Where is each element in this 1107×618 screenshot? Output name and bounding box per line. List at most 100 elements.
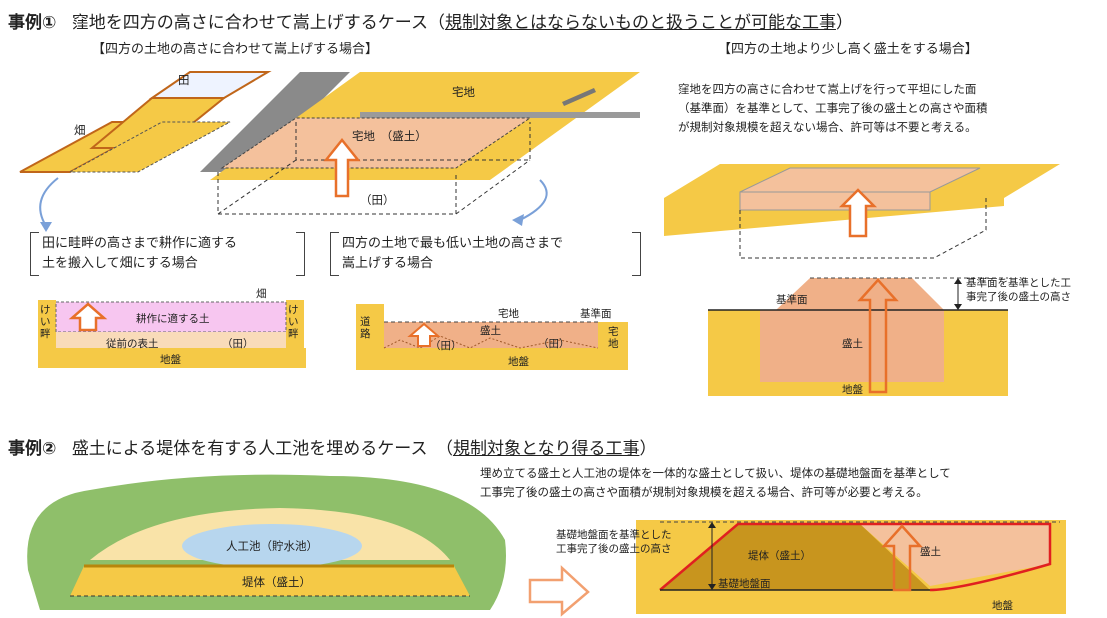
c2-height-arrowhead-bottom: [708, 584, 716, 590]
plane-edge: [360, 112, 640, 118]
section-a-ridge-left: けい畔: [40, 304, 51, 340]
raise-arrow-icon: [323, 137, 361, 198]
section-a-field: 畑: [256, 288, 267, 300]
case1-title-close: ）: [835, 13, 853, 33]
sub-case-a: 田に畦畔の高さまで耕作に適する 土を搬入して畑にする場合: [42, 234, 237, 274]
case2-title-underlined: 規制対象となり得る工事: [452, 439, 640, 459]
c2-height-arrowhead-top: [708, 522, 716, 528]
right-fill: 盛土: [842, 338, 863, 350]
road-block-b: [356, 304, 384, 348]
right-note-line3: が規制対象規模を超えない場合、許可等は不要と考える。: [678, 120, 977, 134]
bracket-b-right: [632, 232, 641, 276]
bracket-a-right: [296, 232, 305, 276]
section-a-topsoil: 従前の表土: [106, 338, 159, 350]
section-b-road: 道路: [360, 316, 371, 340]
curved-arrow-right-head: [512, 214, 524, 226]
fill-top: [220, 117, 532, 169]
pit-edge-2: [455, 159, 531, 215]
section-a-ground: 地盤: [160, 354, 181, 366]
ground-b: [356, 348, 628, 370]
sub-case-a-line2: 土を搬入して畑にする場合: [42, 256, 198, 271]
right-height-note-1: 基準面を基準とした工: [966, 277, 1071, 289]
case2-embankment: 堤体（盛土）: [242, 575, 311, 589]
section-b-ground: 地盤: [508, 356, 529, 368]
c2-height-note-1: 基礎地盤面を基準とした: [556, 529, 672, 541]
case2-title: 事例② 盛土による堤体を有する人工池を埋めるケース （規制対象となり得る工事）: [8, 434, 656, 459]
c2-fill: [738, 524, 1050, 586]
section-b-reference: 基準面: [580, 308, 612, 320]
c2-height-note: 基礎地盤面を基準とした 工事完了後の盛土の高さ: [556, 528, 672, 556]
section-a-ridge-right: けい畔: [288, 304, 299, 340]
case2-note: 埋め立てる盛土と人工池の堤体を一体的な盛土として扱い、堤体の基礎地盤面を基準とし…: [480, 464, 951, 502]
right-section-arrow-icon: [857, 278, 899, 394]
section-b-residential-right: 宅地: [608, 326, 619, 350]
embankment-shape: [70, 566, 470, 596]
right-ground-label: 地盤: [842, 384, 863, 396]
section-a-paddy: （田）: [222, 338, 254, 350]
rice-field-shape: [148, 71, 272, 99]
bracket-a-left: [30, 232, 39, 276]
case2-label: 事例②: [8, 439, 57, 459]
right-fill-top: [776, 278, 944, 310]
case2-note-line1: 埋め立てる盛土と人工池の堤体を一体的な盛土として扱い、堤体の基礎地盤面を基準とし…: [480, 466, 951, 480]
sub-case-b-line2: 嵩上げする場合: [342, 256, 434, 271]
right-fill-body: [760, 310, 944, 382]
label-residential-fill: 宅地 （盛土）: [352, 129, 427, 143]
curved-arrow-left-head: [40, 222, 52, 232]
fill-layer-b: [384, 322, 598, 348]
right-height-arrowhead-top: [954, 278, 962, 284]
case2-title-close: ）: [639, 439, 657, 459]
c2-fill-outline: [659, 522, 1052, 592]
right-height-note-2: 事完了後の盛土の高さ: [966, 291, 1071, 303]
section-b-residential: 宅地: [498, 308, 519, 320]
c2-embankment-label: 堤体（盛土）: [748, 550, 811, 562]
case1-title: 事例① 窪地を四方の高さに合わせて嵩上げするケース（規制対象とはならないものと扱…: [8, 8, 853, 33]
case1-label: 事例①: [8, 13, 57, 33]
c2-height-note-2: 工事完了後の盛土の高さ: [556, 543, 672, 555]
c2-base-label: 基礎地盤面: [718, 578, 771, 590]
section-b-fill: 盛土: [480, 325, 501, 337]
pit-outline-back: [295, 122, 531, 161]
right-mound-side: [739, 191, 931, 211]
ground-a: [38, 348, 306, 368]
pit-outline: [217, 172, 457, 215]
right-reference: 基準面: [776, 294, 808, 306]
topsoil-layer-a: [56, 332, 286, 348]
label-rice-field: 田: [178, 73, 190, 87]
paddy-shape: [69, 121, 231, 173]
ridge-left-a: [38, 300, 56, 348]
raise-arrow-a-icon: [68, 302, 108, 332]
pond-shape: [182, 524, 362, 568]
c2-embankment: [660, 524, 930, 590]
right-note-line2: （基準面）を基準として、工事完了後の盛土との高さや面積: [678, 101, 988, 115]
section-b-paddy-right: （田）: [538, 338, 570, 350]
case1-title-underlined: 規制対象とはならないものと扱うことが可能な工事: [444, 13, 836, 33]
case2-note-line2: 工事完了後の盛土の高さや面積が規制対象規模を超える場合、許可等が必要と考える。: [480, 485, 928, 499]
old-ground-b: [383, 335, 599, 349]
label-paddy-pit: （田）: [360, 193, 395, 207]
pipe-shape: [562, 88, 596, 106]
c2-ground-label: 地盤: [992, 600, 1013, 612]
c2-arrow-icon: [881, 524, 923, 592]
case2-title-text: 盛土による堤体を有する人工池を埋めるケース （: [71, 439, 453, 459]
label-residential: 宅地: [452, 85, 475, 99]
case2-pond: 人工池（貯水池）: [226, 539, 318, 553]
c2-fill-label: 盛土: [920, 546, 941, 558]
label-farm-field: 畑: [74, 123, 86, 137]
case1-title-text: 窪地を四方の高さに合わせて嵩上げするケース（: [71, 13, 445, 33]
right-arrow-icon: [838, 188, 878, 238]
case1-right-note: 窪地を四方の高さに合わせて嵩上げを行って平坦にした面 （基準面）を基準として、工…: [678, 80, 987, 137]
ridge-right-a: [286, 300, 304, 348]
section-a-soil: 耕作に適する土: [136, 313, 210, 325]
sub-case-b-line1: 四方の土地で最も低い土地の高さまで: [342, 236, 564, 251]
case1-right-heading: 【四方の土地より少し高く盛土をする場合】: [718, 42, 978, 57]
road-shape: [200, 72, 350, 172]
right-pit-outline: [739, 196, 987, 259]
curved-arrow-left-icon: [39, 177, 59, 227]
sub-case-b: 四方の土地で最も低い土地の高さまで 嵩上げする場合: [342, 234, 563, 274]
right-height-note: 基準面を基準とした工 事完了後の盛土の高さ: [966, 276, 1071, 304]
section-b-paddy-left: （田）: [430, 340, 462, 352]
raise-arrow-b-icon: [407, 322, 441, 347]
bracket-b-left: [330, 232, 339, 276]
